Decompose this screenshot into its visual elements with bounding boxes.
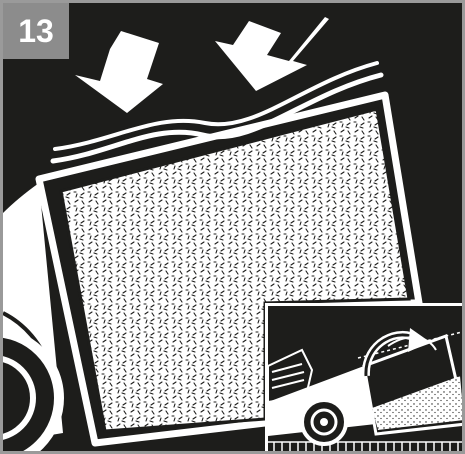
ground-hatch (268, 442, 465, 454)
mower-inset-icon (265, 303, 465, 454)
down-arrow-icon (75, 31, 163, 113)
step-number: 13 (18, 13, 54, 50)
step-number-badge: 13 (3, 3, 69, 59)
down-arrow-icon (215, 17, 329, 91)
mower-inset-drawing (268, 306, 465, 454)
mower-body (3, 183, 63, 454)
wheel (302, 400, 346, 444)
